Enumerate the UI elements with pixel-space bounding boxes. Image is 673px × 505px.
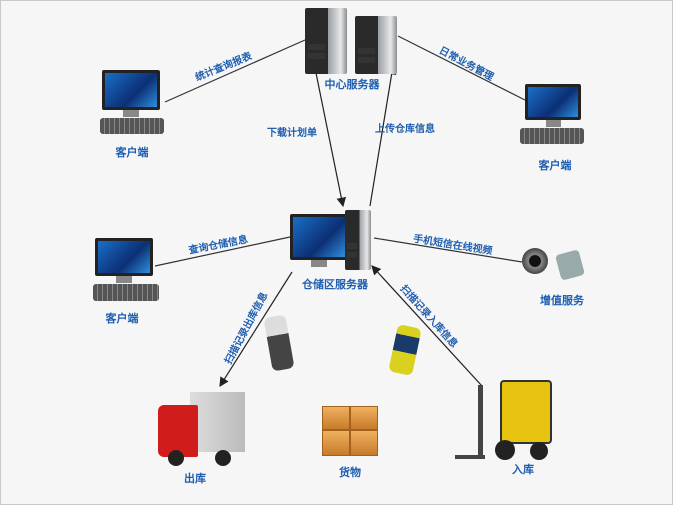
server-tower-icon bbox=[345, 210, 371, 270]
keyboard-icon bbox=[100, 118, 164, 134]
client-label: 客户端 bbox=[538, 159, 572, 172]
value-added-label: 增值服务 bbox=[540, 294, 584, 307]
server-tower-icon bbox=[355, 16, 397, 74]
monitor-icon bbox=[525, 84, 581, 127]
edge-outbound bbox=[219, 271, 293, 388]
edge-upload bbox=[369, 64, 397, 207]
inbound-label: 入库 bbox=[512, 463, 534, 476]
edge-label-download: 下载计划单 bbox=[267, 128, 317, 139]
monitor-icon bbox=[95, 238, 153, 283]
edge-download bbox=[314, 67, 347, 208]
forklift-icon bbox=[500, 380, 552, 444]
edge-sms bbox=[373, 237, 523, 263]
edge-label-upload: 上传仓库信息 bbox=[375, 124, 435, 135]
monitor-icon bbox=[102, 70, 160, 117]
monitor-icon bbox=[290, 214, 348, 267]
edge-stats bbox=[164, 39, 306, 103]
keyboard-icon bbox=[93, 284, 159, 301]
client-label: 客户端 bbox=[105, 312, 139, 325]
central-server-label: 中心服务器 bbox=[324, 78, 380, 91]
webcam-icon bbox=[522, 248, 548, 274]
truck-icon bbox=[190, 392, 245, 452]
edge-query bbox=[154, 236, 291, 267]
warehouse-server-label: 仓储区服务器 bbox=[302, 278, 368, 291]
client-label: 客户端 bbox=[115, 146, 149, 159]
outbound-label: 出库 bbox=[184, 472, 206, 485]
server-tower-icon bbox=[305, 8, 347, 74]
cargo-box-icon bbox=[322, 406, 350, 430]
goods-label: 货物 bbox=[339, 466, 361, 479]
edge-inbound bbox=[371, 265, 483, 387]
edge-daily bbox=[397, 35, 526, 101]
keyboard-icon bbox=[520, 128, 584, 144]
